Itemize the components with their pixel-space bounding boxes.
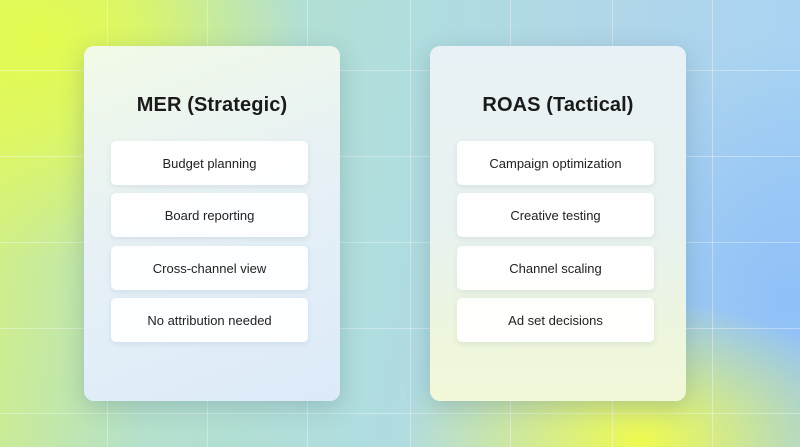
roas-item-campaign-optimization: Campaign optimization xyxy=(457,141,654,185)
mer-card: MER (Strategic) Budget planning Board re… xyxy=(84,46,340,401)
roas-item-channel-scaling: Channel scaling xyxy=(457,246,654,290)
roas-item-ad-set-decisions: Ad set decisions xyxy=(457,298,654,342)
mer-item-budget-planning: Budget planning xyxy=(111,141,308,185)
grid-line xyxy=(0,413,800,414)
mer-item-cross-channel-view: Cross-channel view xyxy=(111,246,308,290)
card-title: ROAS (Tactical) xyxy=(482,94,634,116)
roas-item-creative-testing: Creative testing xyxy=(457,193,654,237)
grid-line xyxy=(410,0,411,447)
roas-card: ROAS (Tactical) Campaign optimization Cr… xyxy=(430,46,686,401)
mer-item-no-attribution: No attribution needed xyxy=(111,298,308,342)
mer-item-board-reporting: Board reporting xyxy=(111,193,308,237)
card-title: MER (Strategic) xyxy=(136,94,288,116)
grid-line xyxy=(712,0,713,447)
